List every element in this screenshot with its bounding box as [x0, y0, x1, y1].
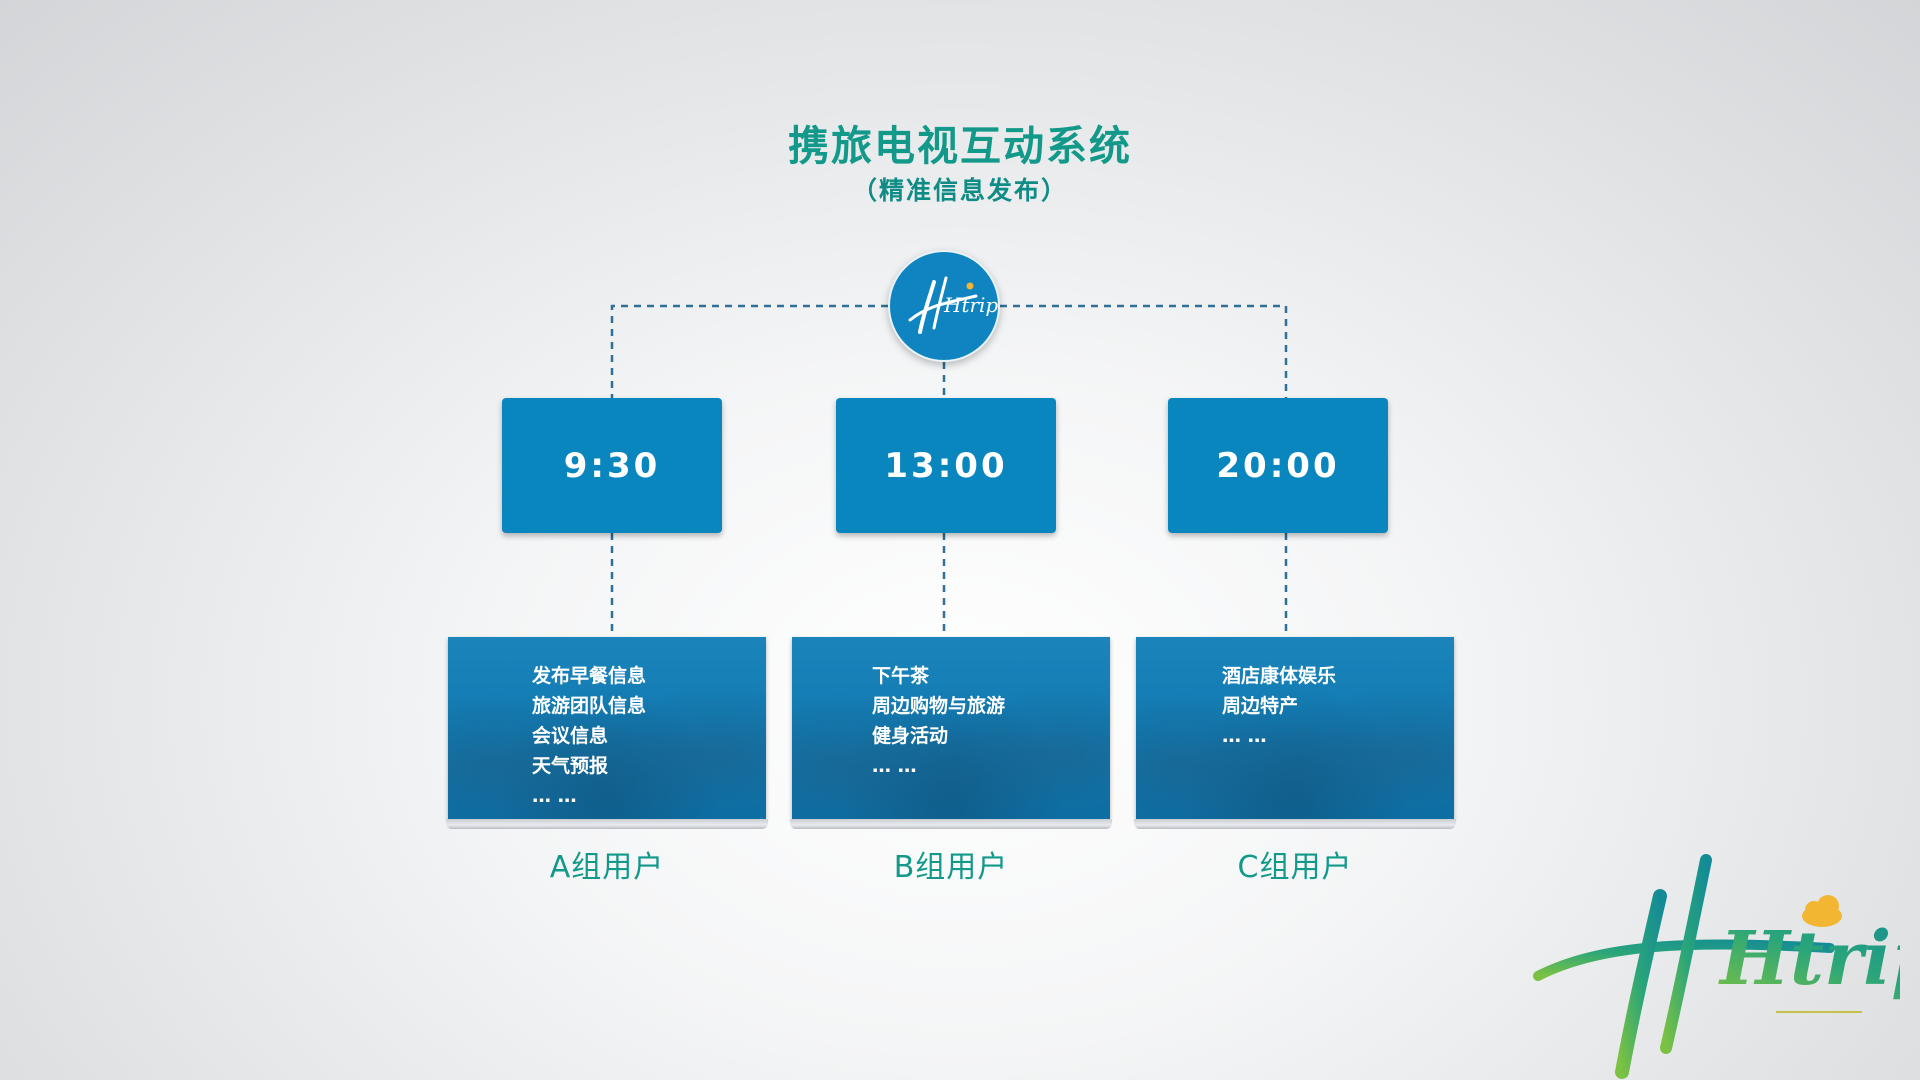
htrip-brand-logo: Htrip	[1533, 854, 1900, 1079]
time-box-c: 20:00	[1168, 398, 1388, 533]
page-title: 携旅电视互动系统	[788, 122, 1132, 170]
tv-content-list: 下午茶 周边购物与旅游 健身活动 … …	[872, 661, 1005, 781]
brand-logo-text: Htrip	[1718, 916, 1900, 1002]
list-item: 会议信息	[532, 725, 609, 747]
list-item: 天气预报	[532, 755, 609, 777]
list-item: … …	[532, 785, 577, 807]
tv-stand	[790, 819, 1112, 829]
list-item: 周边特产	[1222, 695, 1299, 717]
time-box-b: 13:00	[836, 398, 1056, 533]
htrip-logo-icon: Htrip	[908, 276, 998, 334]
list-item: 酒店康体娱乐	[1222, 665, 1337, 687]
tv-group-a: 发布早餐信息 旅游团队信息 会议信息 天气预报 … …	[446, 637, 768, 833]
tv-group-b: 下午茶 周边购物与旅游 健身活动 … …	[790, 637, 1112, 833]
list-item: … …	[1222, 725, 1267, 747]
connector-hub-left	[610, 304, 888, 398]
group-label-b: B组用户	[893, 850, 1009, 885]
tv-stand	[446, 819, 768, 829]
tv-screen: 下午茶 周边购物与旅游 健身活动 … …	[792, 637, 1110, 819]
group-label-a: A组用户	[549, 850, 665, 885]
list-item: 健身活动	[872, 725, 949, 747]
hub-logo-text: Htrip	[943, 293, 998, 317]
tv-screen: 发布早餐信息 旅游团队信息 会议信息 天气预报 … …	[448, 637, 766, 819]
tv-group-c: 酒店康体娱乐 周边特产 … …	[1134, 637, 1456, 833]
time-box-a: 9:30	[502, 398, 722, 533]
tv-content-list: 酒店康体娱乐 周边特产 … …	[1222, 661, 1336, 751]
htrip-hub: Htrip	[888, 250, 1000, 362]
connector-hub-right	[1000, 304, 1288, 398]
tv-screen: 酒店康体娱乐 周边特产 … …	[1136, 637, 1454, 819]
list-item: 发布早餐信息	[532, 665, 647, 687]
tv-content-list: 发布早餐信息 旅游团队信息 会议信息 天气预报 … …	[532, 661, 646, 811]
page-subtitle: （精准信息发布）	[851, 176, 1068, 205]
list-item: 下午茶	[872, 665, 930, 687]
list-item: 周边购物与旅游	[872, 695, 1006, 717]
tv-stand	[1134, 819, 1456, 829]
group-label-c: C组用户	[1237, 850, 1353, 885]
cloud-icon	[1802, 895, 1842, 927]
list-item: … …	[872, 755, 917, 777]
list-item: 旅游团队信息	[532, 695, 647, 717]
